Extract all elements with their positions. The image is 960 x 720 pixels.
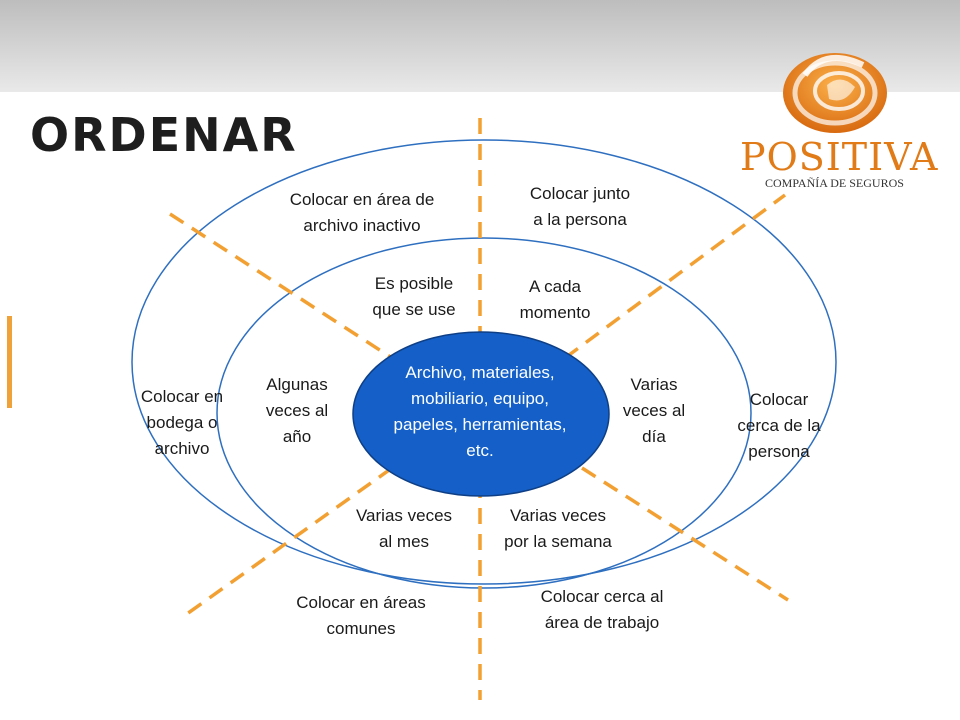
inner-label-left: Algunas veces al año — [265, 375, 329, 446]
outer-ring — [131, 139, 837, 585]
left-accent-bar — [7, 316, 12, 408]
outer-label-bottom-left: Colocar en áreas comunes — [296, 593, 426, 638]
divider-top-left — [169, 212, 393, 360]
inner-label-right: Varias veces al día — [622, 375, 686, 446]
inner-label-bottom-left: Varias veces al mes — [355, 506, 453, 551]
center-ellipse — [352, 331, 610, 497]
logo-tagline: COMPAÑÍA DE SEGUROS — [765, 176, 904, 190]
inner-ring — [216, 237, 752, 589]
slide-title: ORDENAR — [30, 108, 298, 162]
logo-name: POSITIVA — [740, 135, 939, 179]
outer-label-left: Colocar en bodega o archivo — [140, 387, 224, 458]
divider-bottom-right — [581, 466, 789, 602]
outer-label-right: Colocar cerca de la persona — [737, 390, 821, 461]
inner-label-bottom-right: Varias veces por la semana — [504, 506, 612, 551]
positiva-swirl-icon — [783, 53, 887, 133]
divider-top-right — [563, 193, 787, 360]
outer-label-top-left: Colocar en área de archivo inactivo — [289, 190, 435, 235]
center-label: Archivo, materiales, mobiliario, equipo,… — [393, 363, 567, 460]
inner-label-top-left: Es posible que se use — [372, 274, 456, 319]
divider-bottom-left — [182, 466, 394, 618]
inner-label-top-right: A cada momento — [519, 277, 591, 322]
outer-label-bottom-right: Colocar cerca al área de trabajo — [540, 587, 664, 632]
outer-label-top-right: Colocar junto a la persona — [529, 184, 631, 229]
